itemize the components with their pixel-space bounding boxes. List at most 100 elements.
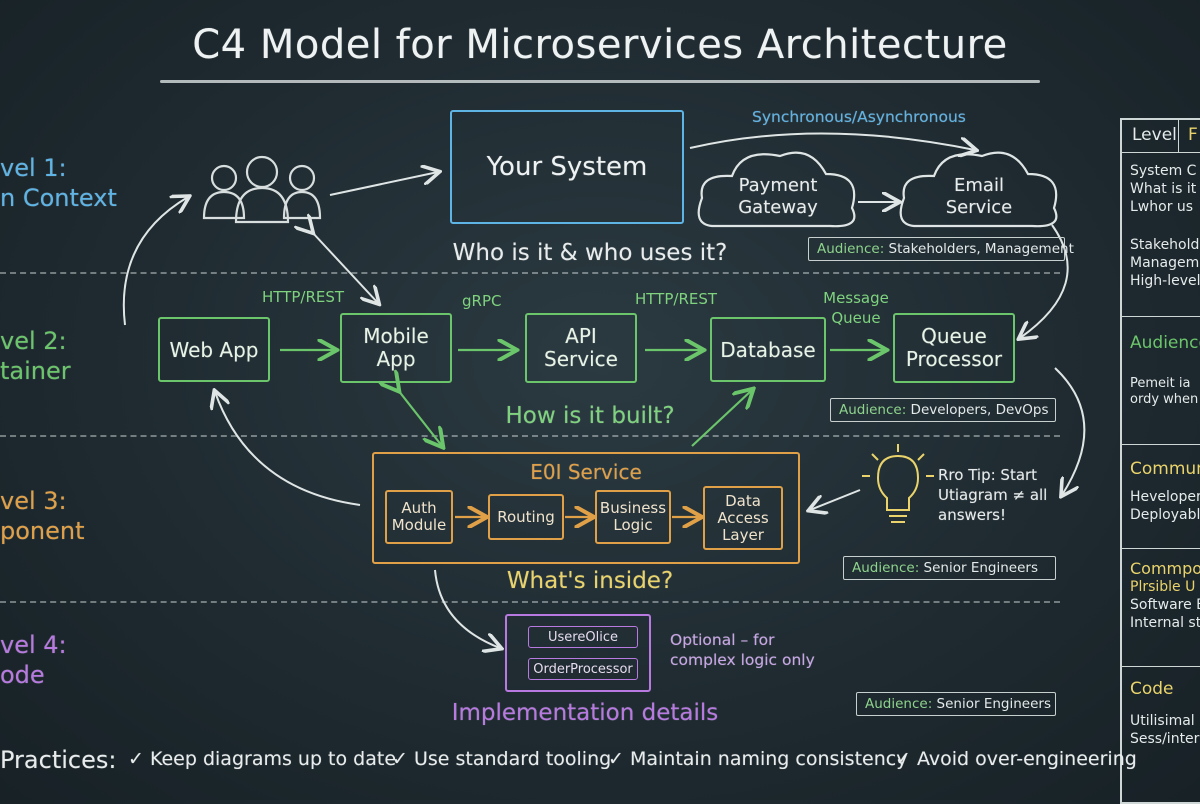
level-4-label: vel 4: ode (0, 630, 67, 690)
table-divider (1122, 152, 1200, 153)
sync-label: Synchronous/Asynchronous (752, 108, 966, 126)
edge-label-message-queue: Message Queue (823, 289, 889, 327)
container-question: How is it built? (505, 403, 675, 429)
level-1-number: vel 1: (0, 154, 67, 182)
diagram-title: C4 Model for Microservices Architecture (192, 22, 1008, 68)
class-label-2: OrderProcessor (533, 661, 633, 677)
level-2-label: vel 2: tainer (0, 326, 71, 386)
auth-module-label: Auth Module (391, 499, 447, 534)
edge-label-http-1: HTTP/REST (262, 288, 345, 306)
component-service-box: E0I Service (372, 452, 800, 564)
table-header-f: F (1188, 125, 1198, 145)
table-cell: Audience (1130, 333, 1200, 353)
tip-arrow (810, 489, 861, 510)
data-access-layer-label: Data Access Layer (717, 491, 769, 544)
component-to-webapp-arrow (215, 392, 361, 506)
practice-item: ✓ Use standard tooling (392, 748, 611, 770)
component-to-database-arrow (691, 390, 752, 447)
practice-item: ✓ Avoid over-engineering (895, 748, 1137, 770)
api-service-label: API Service (544, 324, 618, 371)
practice-text: Keep diagrams up to date (149, 748, 397, 770)
webapp-to-users-arrow (122, 197, 188, 326)
component-audience-badge: Audience: Senior Engineers (843, 556, 1056, 580)
audience-key: Audience: (839, 402, 907, 418)
level-2-number: vel 2: (0, 327, 67, 355)
edge-label-grpc: gRPC (462, 292, 502, 310)
users-mobile-arrow (312, 232, 378, 303)
routing-box: Routing (488, 494, 564, 540)
queue-processor-label: Queue Processor (905, 324, 1003, 371)
check-icon: ✓ (128, 748, 150, 770)
email-cloud (899, 151, 1058, 228)
level-3-name: ponent (0, 517, 85, 545)
context-question: Who is it & who uses it? (452, 240, 728, 266)
edge-label-http-2: HTTP/REST (635, 290, 718, 308)
practice-item: ✓ Keep diagrams up to date (128, 748, 396, 770)
your-system-box: Your System (450, 110, 684, 224)
business-logic-label: Business Logic (599, 499, 667, 534)
class-box-2: OrderProcessor (528, 658, 638, 680)
level-separator (0, 435, 1060, 437)
api-service-box: API Service (525, 313, 637, 383)
email-service-label: Email Service (945, 175, 1013, 218)
routing-label: Routing (497, 507, 555, 526)
payment-gateway-label: Payment Gateway (738, 175, 818, 218)
business-logic-box: Business Logic (595, 490, 671, 544)
class-label-1: UsereΟlice (548, 629, 618, 645)
mobile-app-box: Mobile App (340, 313, 452, 383)
table-divider (1122, 444, 1200, 445)
mobile-component-arrow (398, 390, 442, 446)
table-divider (1122, 548, 1200, 549)
audience-value: Senior Engineers (936, 696, 1051, 712)
email-to-queue-arrow (1020, 224, 1069, 338)
sync-arrow (689, 132, 975, 150)
level-4-name: ode (0, 661, 45, 689)
check-icon: ✓ (895, 748, 917, 770)
code-note: Optional – for complex logic only (670, 631, 815, 669)
table-divider (1122, 316, 1200, 317)
table-cell: HevelopersDeployable (1130, 489, 1200, 523)
audience-value: Developers, DevOps (910, 402, 1049, 418)
title-underline (160, 80, 1040, 83)
check-icon: ✓ (392, 748, 414, 770)
best-practices-bar: Practices: ✓ Keep diagrams up to date ✓ … (0, 746, 1200, 780)
level-3-label: vel 3: ponent (0, 486, 85, 546)
users-to-system-arrow (329, 172, 438, 196)
component-question: What's inside? (506, 568, 674, 594)
practice-item: ✓ Maintain naming consistency (608, 748, 907, 770)
your-system-label: Your System (486, 152, 648, 182)
table-cell: StakeholdeManagemeHigh-level (1130, 237, 1200, 289)
container-audience-badge: Audience: Developers, DevOps (830, 398, 1056, 422)
auth-module-box: Auth Module (385, 490, 453, 544)
table-cell: Commpo Plrsible U Software E Internal st (1130, 559, 1200, 632)
code-audience-badge: Audience: Senior Engineers (856, 692, 1056, 716)
table-cell: Commun (1130, 459, 1200, 479)
data-access-layer-box: Data Access Layer (703, 486, 783, 550)
component-to-code-arrow (434, 569, 500, 648)
audience-value: Stakeholders, Management (888, 241, 1074, 257)
web-app-box: Web App (158, 317, 270, 382)
table-header-level: Level (1132, 125, 1177, 145)
context-audience-badge: Audience: Stakeholders, Management (808, 237, 1074, 261)
level-2-name: tainer (0, 357, 71, 385)
component-service-title: E0I Service (530, 460, 642, 484)
check-icon: ✓ (608, 748, 630, 770)
audience-key: Audience: (852, 560, 920, 576)
level-1-label: vel 1: n Context (0, 153, 117, 213)
table-divider (1122, 666, 1200, 667)
level-separator (0, 272, 1060, 274)
pro-tip-text: Rro Tip: Start Utiagram ≠ all answers! (938, 466, 1048, 524)
audience-key: Audience: (817, 241, 885, 257)
code-question: Implementation details (451, 700, 719, 726)
web-app-label: Web App (169, 337, 259, 362)
lightbulb-icon (862, 444, 934, 523)
best-practices-label: Practices: (0, 746, 117, 774)
mobile-app-label: Mobile App (363, 324, 429, 371)
audience-value: Senior Engineers (923, 560, 1038, 576)
class-box-1: UsereΟlice (528, 626, 638, 648)
